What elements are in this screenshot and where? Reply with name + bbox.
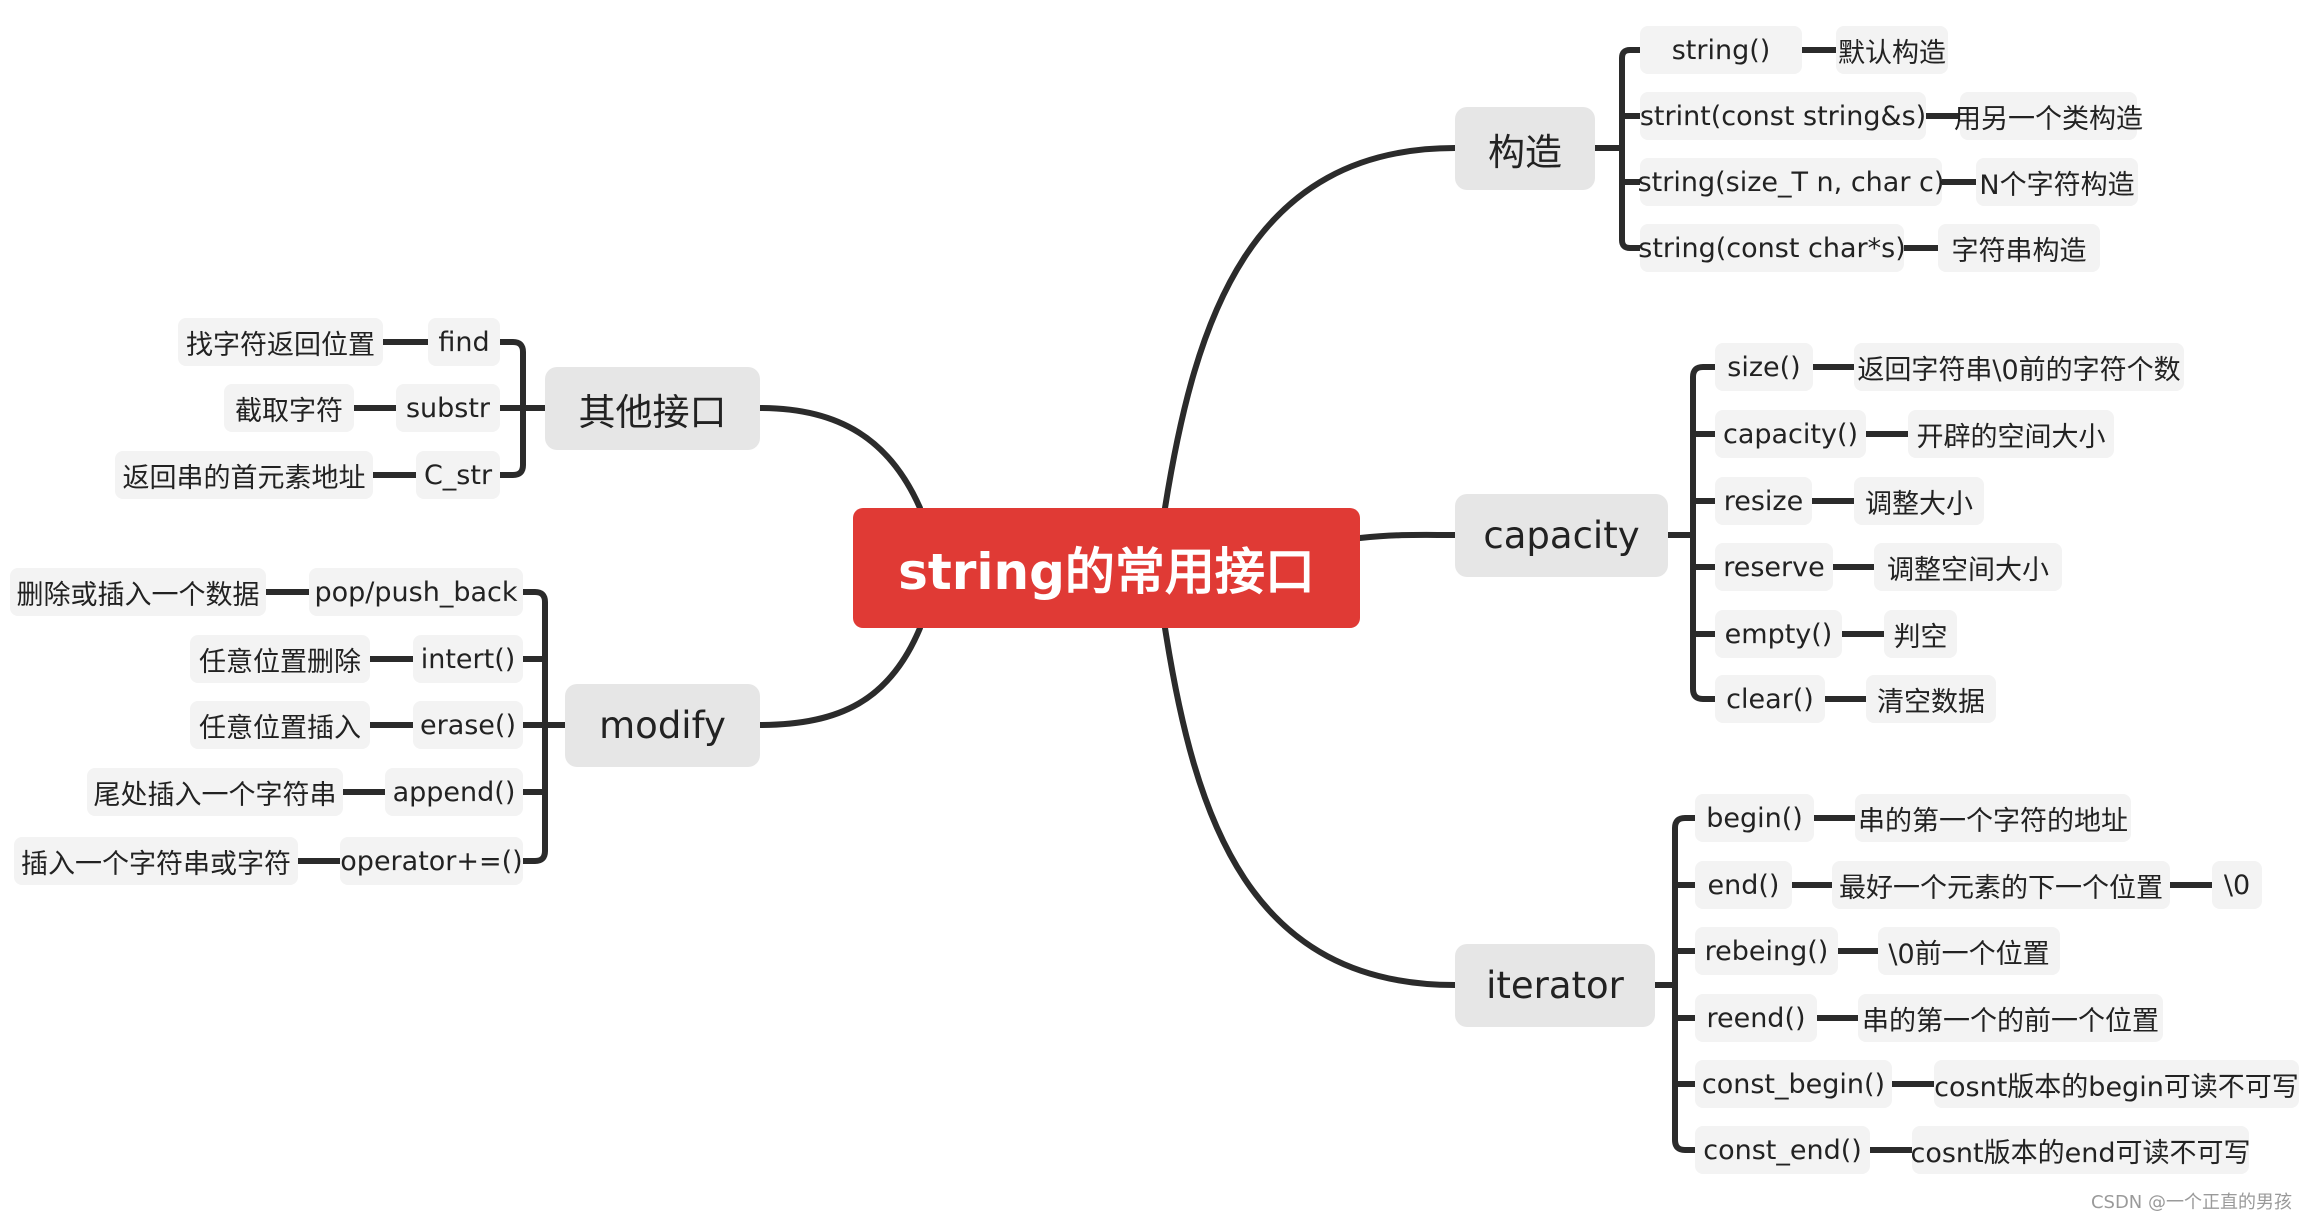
- leaf-construct-label-2[interactable]: strint(const string&s): [1640, 92, 1926, 140]
- branch-iterator[interactable]: iterator: [1455, 944, 1655, 1027]
- leaf-iterator-label-3[interactable]: rebeing(): [1695, 927, 1838, 975]
- leaf-construct-label-4[interactable]: string(const char*s): [1638, 224, 1906, 272]
- leaf-capacity-label-5[interactable]: empty(): [1715, 610, 1842, 658]
- leaf-capacity-label-3[interactable]: resize: [1715, 477, 1812, 525]
- leaf-construct-desc-2[interactable]: 用另一个类构造: [1954, 92, 2143, 140]
- leaf-iterator-desc-6[interactable]: cosnt版本的end可读不可写: [1911, 1126, 2251, 1174]
- leaf-modify-desc-1[interactable]: 删除或插入一个数据: [10, 568, 266, 616]
- leaf-capacity-desc-3[interactable]: 调整大小: [1854, 477, 1984, 525]
- leaf-iterator-desc-2[interactable]: 最好一个元素的下一个位置: [1832, 861, 2170, 909]
- leaf-iterator-extra-2[interactable]: \0: [2212, 861, 2262, 909]
- branch-capacity[interactable]: capacity: [1455, 494, 1668, 577]
- leaf-other-desc-3[interactable]: 返回串的首元素地址: [115, 451, 373, 499]
- leaf-modify-desc-3[interactable]: 任意位置插入: [190, 701, 370, 749]
- leaf-capacity-desc-4[interactable]: 调整空间大小: [1874, 543, 2062, 591]
- leaf-iterator-label-5[interactable]: const_begin(): [1695, 1060, 1892, 1108]
- leaf-modify-label-4[interactable]: append(): [385, 768, 523, 816]
- leaf-iterator-label-2[interactable]: end(): [1695, 861, 1792, 909]
- leaf-capacity-desc-2[interactable]: 开辟的空间大小: [1908, 410, 2114, 458]
- leaf-capacity-label-1[interactable]: size(): [1715, 343, 1813, 391]
- branch-construct[interactable]: 构造: [1455, 107, 1595, 190]
- leaf-other-label-3[interactable]: C_str: [416, 451, 500, 499]
- leaf-modify-desc-4[interactable]: 尾处插入一个字符串: [87, 768, 343, 816]
- leaf-other-desc-1[interactable]: 找字符返回位置: [178, 318, 383, 366]
- leaf-iterator-label-6[interactable]: const_end(): [1695, 1126, 1870, 1174]
- leaf-capacity-label-6[interactable]: clear(): [1715, 675, 1825, 723]
- leaf-modify-label-5[interactable]: operator+=(): [340, 837, 523, 885]
- leaf-other-desc-2[interactable]: 截取字符: [224, 384, 354, 432]
- leaf-iterator-label-4[interactable]: reend(): [1695, 994, 1817, 1042]
- leaf-iterator-desc-5[interactable]: cosnt版本的begin可读不可写: [1934, 1060, 2299, 1108]
- leaf-capacity-desc-5[interactable]: 判空: [1884, 610, 1957, 658]
- branch-other[interactable]: 其他接口: [545, 367, 760, 450]
- leaf-construct-label-1[interactable]: string(): [1640, 26, 1802, 74]
- watermark: CSDN @一个正直的男孩: [2090, 1192, 2292, 1213]
- leaf-modify-desc-2[interactable]: 任意位置删除: [190, 635, 370, 683]
- leaf-capacity-label-2[interactable]: capacity(): [1715, 410, 1866, 458]
- leaf-construct-desc-1[interactable]: 默认构造: [1836, 26, 1948, 74]
- leaf-iterator-label-1[interactable]: begin(): [1695, 794, 1814, 842]
- leaf-modify-label-1[interactable]: pop/push_back: [309, 568, 523, 616]
- leaf-modify-label-3[interactable]: erase(): [413, 701, 523, 749]
- leaf-construct-desc-3[interactable]: N个字符构造: [1976, 158, 2138, 206]
- leaf-other-label-1[interactable]: find: [428, 318, 500, 366]
- leaf-modify-label-2[interactable]: intert(): [413, 635, 523, 683]
- leaf-capacity-desc-1[interactable]: 返回字符串\0前的字符个数: [1854, 343, 2184, 391]
- leaf-construct-desc-4[interactable]: 字符串构造: [1938, 224, 2100, 272]
- leaf-other-label-2[interactable]: substr: [396, 384, 500, 432]
- leaf-iterator-desc-3[interactable]: \0前一个位置: [1878, 927, 2060, 975]
- leaf-iterator-desc-4[interactable]: 串的第一个的前一个位置: [1858, 994, 2163, 1042]
- leaf-capacity-desc-6[interactable]: 清空数据: [1866, 675, 1996, 723]
- root-topic[interactable]: string的常用接口: [853, 508, 1360, 628]
- leaf-iterator-desc-1[interactable]: 串的第一个字符的地址: [1855, 794, 2131, 842]
- branch-modify[interactable]: modify: [565, 684, 760, 767]
- leaf-modify-desc-5[interactable]: 插入一个字符串或字符: [14, 837, 298, 885]
- leaf-construct-label-3[interactable]: string(size_T n, char c): [1638, 158, 1944, 206]
- leaf-capacity-label-4[interactable]: reserve: [1715, 543, 1833, 591]
